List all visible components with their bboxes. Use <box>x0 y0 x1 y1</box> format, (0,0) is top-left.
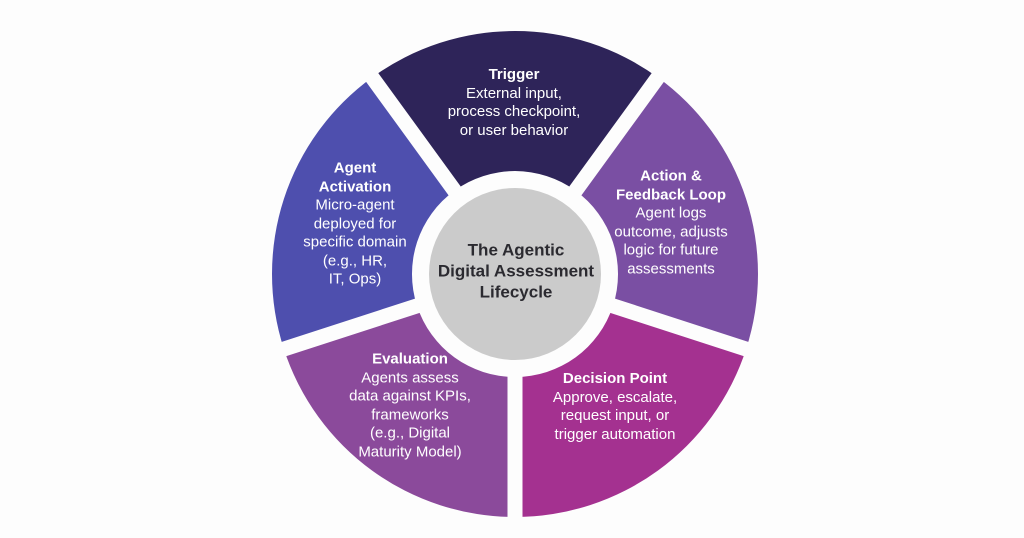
segment-decision-point-shape <box>515 305 747 517</box>
segment-separators <box>270 63 760 529</box>
segment-agent-activation-shape <box>272 77 455 350</box>
segment-trigger-shape <box>372 31 658 191</box>
segment-action-feedback-shape <box>575 77 758 350</box>
segment-evaluation-shape <box>283 305 515 517</box>
center-circle <box>429 188 601 360</box>
